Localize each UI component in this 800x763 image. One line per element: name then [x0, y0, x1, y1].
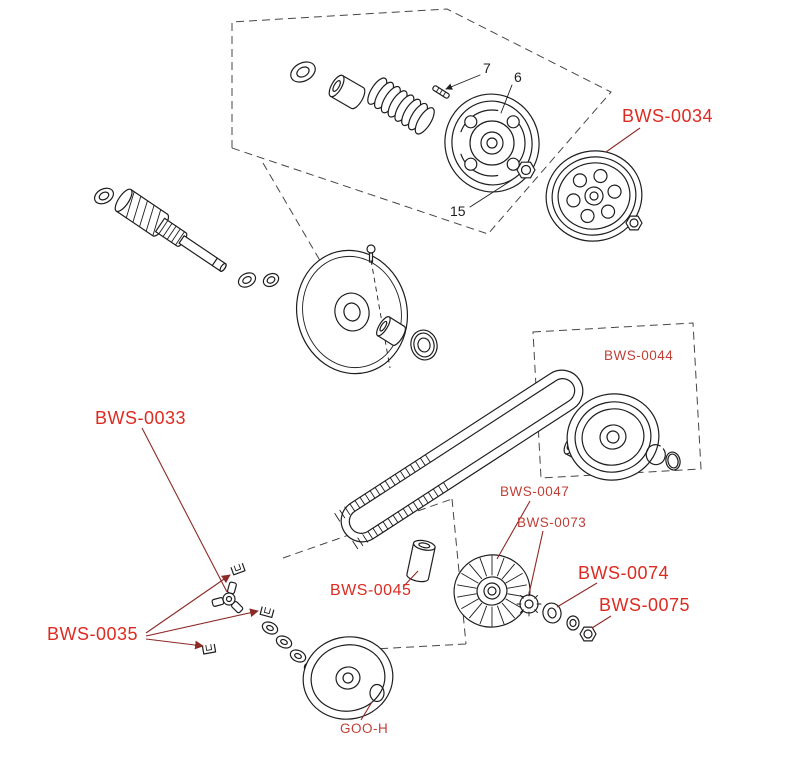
callout-number-7: 7	[483, 60, 491, 76]
label-bws-0033: BWS-0033	[95, 408, 186, 428]
callout-line-7	[445, 74, 481, 90]
label-bws-0045: BWS-0045	[330, 582, 411, 599]
rear-pulley	[566, 393, 660, 481]
star-washer	[516, 591, 542, 617]
label-bws-0047: BWS-0047	[500, 484, 569, 499]
callout-line-15	[469, 179, 513, 208]
clutch-shoe-assembly	[444, 93, 540, 193]
leader-bws-0047	[496, 500, 531, 560]
kick-drive-shaft	[114, 188, 227, 272]
drive-belt	[334, 369, 584, 550]
drive-shaft-washer	[93, 187, 115, 205]
leader-goo-h	[360, 701, 373, 721]
fan-pulley-face	[453, 554, 531, 628]
leader-bws-0074	[556, 582, 598, 608]
callout-number-6: 6	[514, 69, 522, 85]
clutch-bell	[545, 150, 643, 242]
variator-pulley-half	[302, 636, 394, 720]
o-ring	[369, 683, 385, 703]
leader-bws-0035-b	[145, 608, 259, 637]
slider-guide-3	[201, 643, 217, 655]
leader-bws-0033	[141, 427, 228, 593]
driven-pulley-bearing	[410, 329, 438, 361]
leader-bws-0034	[605, 127, 641, 153]
leader-bws-0073	[528, 530, 544, 595]
driven-pulley-hub	[376, 316, 406, 346]
spacer-collar	[406, 539, 436, 583]
clutch-pin	[432, 85, 450, 99]
clutch-spring-collar	[328, 74, 366, 110]
slider-guide-2	[259, 606, 275, 619]
driven-pulley-face	[295, 249, 409, 375]
roller-weight-1	[261, 621, 279, 635]
callout-number-15: 15	[450, 203, 466, 219]
clutch-bell-nut	[625, 215, 643, 231]
belt-teeth-lower	[352, 481, 449, 550]
clutch-spring-seat-washer	[290, 61, 316, 83]
label-bws-0075: BWS-0075	[599, 595, 690, 615]
clutch-nut	[516, 161, 536, 179]
callout-line-6	[500, 84, 513, 114]
rear-pulley-group-boundary	[532, 322, 702, 479]
label-bws-0074: BWS-0074	[578, 563, 669, 583]
roller-weight-3	[289, 649, 307, 663]
leader-bws-0075	[591, 615, 612, 629]
o-ring-clip	[665, 451, 681, 471]
leader-bws-0035-a	[145, 574, 231, 634]
small-washer	[566, 615, 580, 631]
label-bws-0073: BWS-0073	[517, 515, 586, 530]
label-goo-h: GOO-H	[340, 721, 388, 736]
roller-weight-2	[275, 635, 293, 649]
shaft-washer-2	[262, 272, 280, 288]
snap-ring	[645, 444, 666, 466]
label-bws-0034: BWS-0034	[622, 106, 713, 126]
leader-bws-0045	[402, 570, 419, 588]
label-bws-0044: BWS-0044	[604, 348, 673, 363]
label-bws-0035: BWS-0035	[47, 624, 138, 644]
clutch-spring	[367, 77, 435, 135]
shaft-washer-1	[237, 272, 257, 288]
belt-teeth	[334, 454, 431, 522]
variator-nut	[579, 626, 597, 642]
leader-bws-0035-c	[145, 638, 204, 650]
ramp-plate	[211, 581, 244, 614]
flat-washer	[542, 602, 562, 624]
pulley-centerline	[370, 259, 391, 369]
pulley-pin-bolt	[366, 244, 376, 263]
clutch-group-boundary	[231, 8, 612, 235]
slider-guide-1	[230, 562, 246, 576]
